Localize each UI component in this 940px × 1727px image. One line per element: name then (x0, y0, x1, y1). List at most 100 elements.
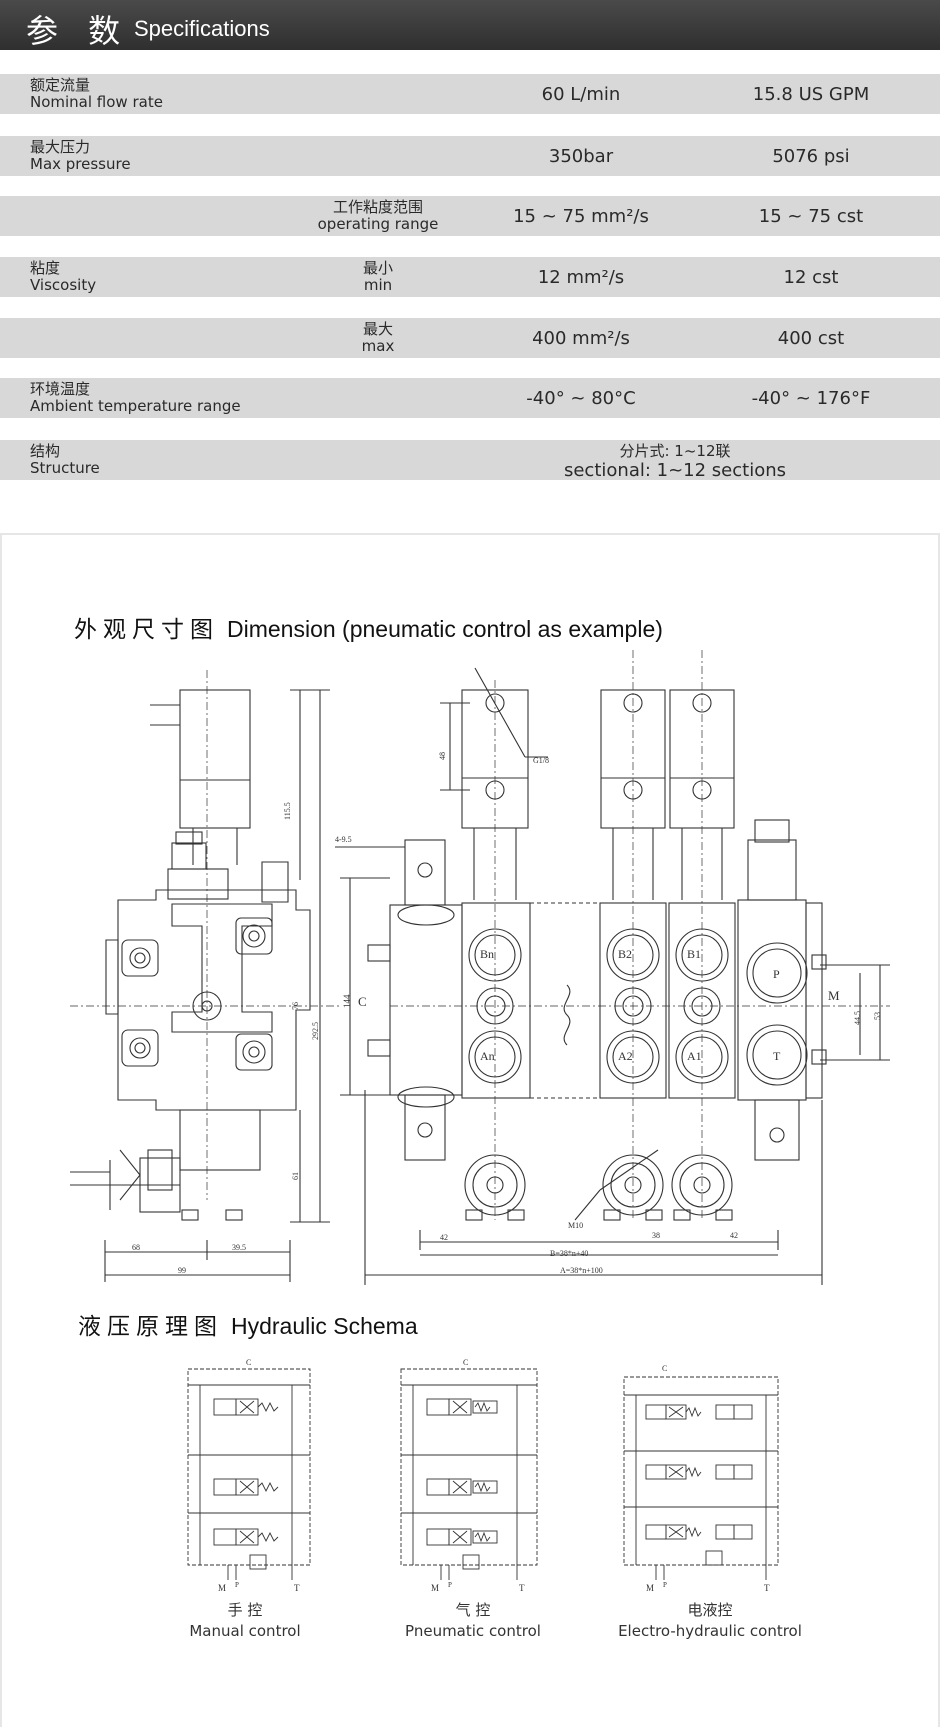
caption-cn: 手 控 (227, 1601, 263, 1619)
structure-value-cn: 分片式: 1~12联 (619, 442, 731, 460)
dim-39-5: 39.5 (232, 1243, 246, 1252)
schema-title-en: Hydraulic Schema (231, 1313, 418, 1339)
schema-pneumatic: C M P T (400, 1358, 538, 1593)
side-view (70, 670, 340, 1282)
schema-title-cn: 液压原理图 (78, 1313, 223, 1339)
spec-imperial-value: -40° ~ 176°F (751, 388, 871, 409)
dim-38: 38 (652, 1231, 660, 1240)
spec-label-en: Nominal flow rate (30, 93, 163, 111)
dim-99: 99 (178, 1266, 186, 1275)
caption-cn: 气 控 (455, 1601, 491, 1619)
schema-p-label: P (663, 1581, 667, 1589)
spec-sublabel-cn: 最大 (362, 320, 393, 338)
schema-t-label: T (519, 1583, 525, 1593)
schema-manual: C M P T (187, 1358, 311, 1593)
caption-en: Electro-hydraulic control (618, 1622, 802, 1640)
header-title-cn: 参 数 (26, 12, 131, 50)
spec-metric-value: 350bar (548, 146, 614, 167)
dimension-drawing: 115.5 292.5 76 61 68 39.5 99 (70, 650, 890, 1285)
spec-metric-value: 400 mm²/s (532, 328, 630, 349)
dimension-title-cn: 外观尺寸图 (74, 616, 219, 642)
dim-g1-8: G1/8 (533, 756, 549, 765)
dim-115: 115.5 (283, 802, 292, 820)
schema-caption-pneumatic: 气 控 Pneumatic control (393, 1600, 553, 1642)
caption-en: Pneumatic control (405, 1622, 541, 1640)
spec-label-cn: 结构 (30, 442, 61, 460)
schema-m-label: M (431, 1583, 439, 1593)
spec-imperial-value: 5076 psi (772, 146, 850, 167)
structure-value-en: sectional: 1~12 sections (563, 460, 786, 481)
dim-4-9-5: 4-9.5 (335, 835, 352, 844)
port-c-label: C (358, 994, 367, 1009)
schema-title: 液压原理图 Hydraulic Schema (78, 1307, 418, 1341)
schema-c-label: C (662, 1364, 667, 1373)
port-m-label: M (828, 988, 840, 1003)
dim-61: 61 (291, 1172, 300, 1180)
spec-label-en: Structure (30, 459, 100, 477)
dim-53: 53 (873, 1012, 882, 1020)
spec-imperial-value: 15.8 US GPM (752, 84, 870, 105)
dim-42-left: 42 (440, 1233, 448, 1242)
front-view (335, 650, 890, 1285)
dim-76: 76 (291, 1002, 300, 1010)
schema-electro-hydraulic: C M P T (623, 1364, 779, 1593)
drawings-panel (0, 533, 940, 1727)
schema-p-label: P (448, 1581, 452, 1589)
schema-m-label: M (646, 1583, 654, 1593)
caption-en: Manual control (189, 1622, 301, 1640)
dim-42-right: 42 (730, 1231, 738, 1240)
port-an-label: An (480, 1049, 495, 1063)
dim-292: 292.5 (311, 1022, 320, 1040)
spec-label-en: Ambient temperature range (30, 397, 241, 415)
dim-a-formula: A=38*n+100 (560, 1266, 603, 1275)
specifications-header: 参 数 Specifications (0, 0, 940, 50)
port-a2-label: A2 (618, 1049, 633, 1063)
dimension-title-en: Dimension (pneumatic control as example) (227, 616, 663, 642)
schema-caption-electro-hydraulic: 电液控 Electro-hydraulic control (600, 1600, 820, 1642)
spec-label-cn: 额定流量 (30, 76, 91, 94)
dim-48: 48 (438, 752, 447, 760)
spec-label-en: Viscosity (30, 276, 97, 294)
port-t-label: T (773, 1049, 781, 1063)
port-b2-label: B2 (618, 947, 632, 961)
dim-144: 144 (342, 994, 352, 1008)
spec-metric-value: 60 L/min (541, 84, 621, 105)
dim-68: 68 (132, 1243, 140, 1252)
schema-c-label: C (246, 1358, 251, 1367)
caption-cn: 电液控 (687, 1601, 733, 1619)
spec-sublabel-cn: 最小 (362, 259, 393, 277)
spec-label-cn: 粘度 (30, 259, 61, 277)
port-a1-label: A1 (687, 1049, 702, 1063)
spec-metric-value: -40° ~ 80°C (526, 388, 636, 409)
spec-metric-value: 12 mm²/s (537, 267, 625, 288)
spec-metric-value: 15 ~ 75 mm²/s (513, 206, 649, 227)
spec-sublabel-en: max (361, 337, 395, 355)
schema-c-label: C (463, 1358, 468, 1367)
port-bn-label: Bn (480, 947, 494, 961)
port-p-label: P (773, 967, 780, 981)
section-2 (606, 928, 660, 1084)
schema-t-label: T (764, 1583, 770, 1593)
spec-sublabel-cn: 工作粘度范围 (332, 198, 423, 216)
spec-imperial-value: 15 ~ 75 cst (758, 206, 864, 227)
spec-sublabel-en: min (363, 276, 393, 294)
spec-imperial-value: 12 cst (783, 267, 839, 288)
header-title-en: Specifications (134, 16, 270, 41)
spec-imperial-value: 400 cst (777, 328, 845, 349)
schema-m-label: M (218, 1583, 226, 1593)
schema-t-label: T (294, 1583, 300, 1593)
schema-caption-manual: 手 控 Manual control (170, 1600, 320, 1642)
spec-sublabel-en: operating range (317, 215, 439, 233)
dim-b-formula: B=38*n+40 (550, 1249, 588, 1258)
dim-44-5: 44.5 (853, 1011, 862, 1025)
dim-m10: M10 (568, 1221, 583, 1230)
port-b1-label: B1 (687, 947, 701, 961)
schema-p-label: P (235, 1581, 239, 1589)
